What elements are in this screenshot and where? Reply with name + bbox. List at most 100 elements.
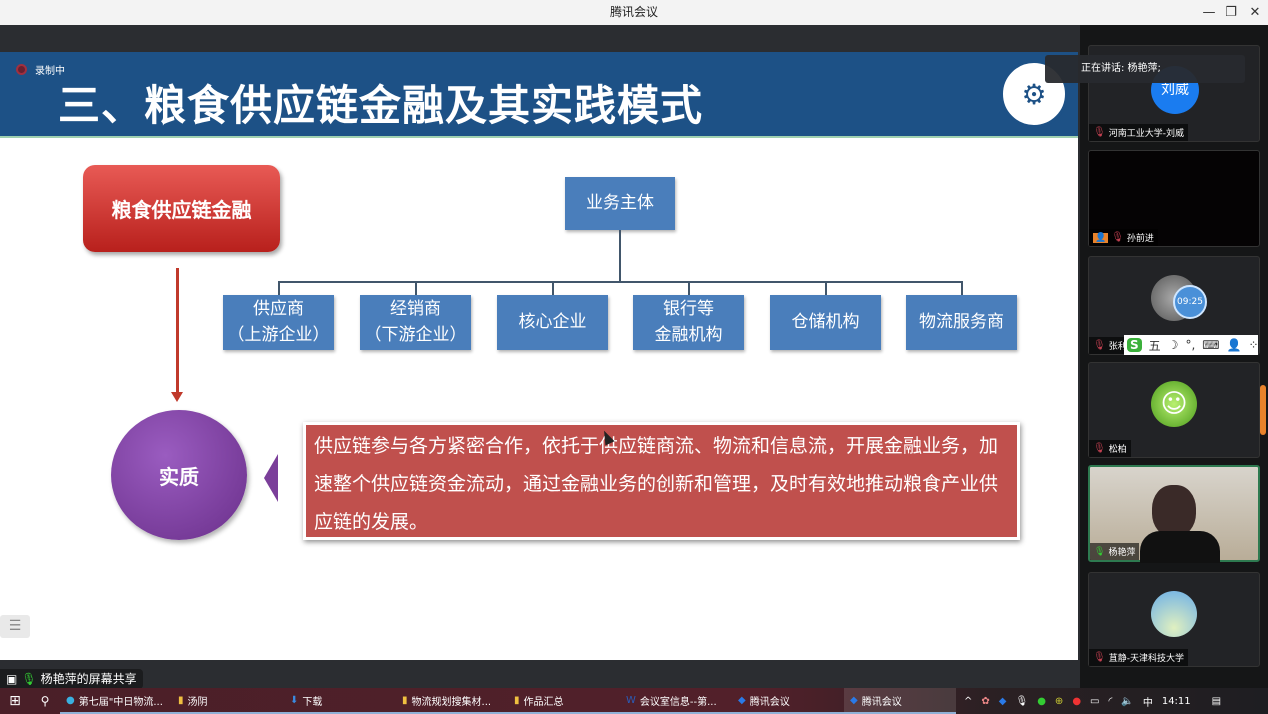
participant-name: 🎙杨艳萍 xyxy=(1090,543,1140,560)
video-person-body xyxy=(1140,531,1220,563)
record-icon xyxy=(16,64,27,75)
restore-button[interactable]: ❐ xyxy=(1225,5,1237,20)
entity-root-node: 业务主体 xyxy=(565,177,675,230)
mic-muted-icon: 🎙 xyxy=(1111,232,1124,243)
user-icon: 👤 xyxy=(1093,232,1109,243)
participant-tile-video[interactable]: 🎙杨艳萍 xyxy=(1088,465,1260,563)
participant-name: 🎙松柏 xyxy=(1089,440,1131,457)
window-titlebar: 腾讯会议 xyxy=(0,0,1268,25)
microphone-icon[interactable]: 🎙 xyxy=(1015,695,1029,707)
speaking-indicator: 正在讲话: 杨艳萍; xyxy=(1045,55,1245,83)
recording-label: 录制中 xyxy=(35,66,65,77)
entity-node: 核心企业 xyxy=(497,295,608,350)
connector xyxy=(688,281,690,295)
punctuation-icon[interactable]: °, xyxy=(1185,338,1196,352)
tencent-meeting-icon[interactable]: ◆ xyxy=(998,695,1007,707)
plus-icon[interactable]: ⊕ xyxy=(1054,695,1064,707)
connector xyxy=(278,281,963,283)
tencent-meeting-icon: ◆ xyxy=(738,694,746,706)
app-icon[interactable]: ● xyxy=(1072,695,1082,707)
entity-node: 供应商 （上游企业） xyxy=(223,295,334,350)
shared-slide: 录制中 三、粮食供应链金融及其实践模式 ⚙ 粮食供应链金融 业务主体 供应商 （… xyxy=(0,52,1078,660)
download-icon: ⬇ xyxy=(290,694,299,706)
slide-title: 三、粮食供应链金融及其实践模式 xyxy=(58,81,704,130)
system-tray: ^ ✿ ◆ 🎙 ● ⊕ ● ▭ ◜ 🔈 中 14:11 ▤ xyxy=(964,694,1221,709)
root-node: 粮食供应链金融 xyxy=(83,165,280,252)
moon-icon[interactable]: ☽ xyxy=(1167,338,1179,352)
taskbar-item[interactable]: ●第七届"中日物流... xyxy=(60,688,172,714)
participant-name: 🎙苴静-天津科技大学 xyxy=(1089,649,1188,666)
search-icon[interactable]: ⚲ xyxy=(40,694,50,708)
user-icon[interactable]: 👤 xyxy=(1226,338,1242,352)
notification-icon[interactable]: ▤ xyxy=(1211,695,1222,707)
slide-header: 录制中 三、粮食供应链金融及其实践模式 ⚙ xyxy=(0,52,1078,138)
recording-indicator: 录制中 xyxy=(16,62,65,77)
taskbar-item[interactable]: ▮汤阴 xyxy=(172,688,284,714)
mic-muted-icon: 🎙 xyxy=(1093,340,1106,351)
minimize-button[interactable]: — xyxy=(1202,5,1216,20)
description-box: 供应链参与各方紧密合作，依托于供应链商流、物流和信息流，开展金融业务，加速整个供… xyxy=(303,422,1020,540)
windows-start-icon[interactable]: ⊞ xyxy=(9,693,21,709)
ime-mode[interactable]: 五 xyxy=(1148,338,1161,353)
taskbar-item[interactable]: ◆腾讯会议 xyxy=(732,688,844,714)
participant-tile[interactable]: 🎙苴静-天津科技大学 xyxy=(1088,572,1260,667)
folder-icon: ▮ xyxy=(514,694,520,706)
taskbar: ⊞ ⚲ ●第七届"中日物流... ▮汤阴 ⬇下载 ▮物流规划搜集材... ▮作品… xyxy=(0,688,1268,714)
connector xyxy=(619,230,621,282)
avatar xyxy=(1151,591,1197,637)
window-title: 腾讯会议 xyxy=(609,5,658,19)
participant-name: 🎙张利 xyxy=(1089,337,1131,354)
entity-node: 物流服务商 xyxy=(906,295,1017,350)
chevron-up-icon[interactable]: ^ xyxy=(964,695,973,707)
arrow-head-icon xyxy=(171,392,183,402)
ime-toolbar[interactable]: S 五 ☽ °, ⌨ 👤 ⁘ xyxy=(1124,335,1259,355)
mic-muted-icon: 🎙 xyxy=(1093,652,1106,663)
apps-icon[interactable]: ⁘ xyxy=(1248,338,1259,352)
essence-circle: 实质 xyxy=(111,410,247,540)
taskbar-item-active[interactable]: ◆腾讯会议 xyxy=(844,688,956,714)
participant-name: 👤🎙孙前进 xyxy=(1089,229,1158,246)
connector xyxy=(552,281,554,295)
connector xyxy=(278,281,280,295)
volume-icon[interactable]: 🔈 xyxy=(1121,695,1134,707)
close-button[interactable]: ✕ xyxy=(1249,5,1261,20)
folder-icon: ▮ xyxy=(402,694,408,706)
mic-muted-icon: 🎙 xyxy=(1093,127,1106,138)
pointer-triangle xyxy=(264,454,278,502)
wechat-icon[interactable]: ● xyxy=(1037,695,1046,707)
clock-badge: 09:25 xyxy=(1173,285,1207,319)
folder-icon: ▮ xyxy=(178,694,184,706)
video-person xyxy=(1152,485,1196,537)
entity-node: 仓储机构 xyxy=(770,295,881,350)
wifi-icon[interactable]: ◜ xyxy=(1108,695,1113,707)
taskbar-item[interactable]: ▮物流规划搜集材... xyxy=(396,688,508,714)
taskbar-item[interactable]: ⬇下载 xyxy=(284,688,396,714)
participant-tile[interactable]: ☺ 🎙松柏 xyxy=(1088,362,1260,458)
sogou-logo-icon: S xyxy=(1127,338,1142,352)
mic-icon: 🎙 xyxy=(21,672,37,686)
flower-icon[interactable]: ✿ xyxy=(981,695,990,707)
ime-indicator[interactable]: 中 xyxy=(1142,697,1153,709)
down-arrow xyxy=(176,268,179,396)
list-menu-button[interactable]: ☰ xyxy=(0,615,30,638)
keyboard-icon[interactable]: ⌨ xyxy=(1202,338,1220,352)
screen-share-label: ▣🎙杨艳萍的屏幕共享 xyxy=(0,669,143,689)
connector xyxy=(415,281,417,295)
connector xyxy=(961,281,963,295)
edge-icon: ● xyxy=(66,694,75,706)
share-label-text: 杨艳萍的屏幕共享 xyxy=(40,672,137,686)
smiley-avatar: ☺ xyxy=(1151,381,1197,427)
taskbar-item[interactable]: ▮作品汇总 xyxy=(508,688,620,714)
screen-icon: ▣ xyxy=(6,672,18,686)
mic-active-icon: 🎙 xyxy=(1094,546,1106,557)
participant-tile[interactable]: 👤🎙孙前进 xyxy=(1088,150,1260,247)
network-icon[interactable]: ▭ xyxy=(1090,695,1100,707)
participant-name: 🎙河南工业大学-刘威 xyxy=(1089,124,1188,141)
panel-scrollbar[interactable] xyxy=(1260,385,1266,435)
entity-node: 经销商 （下游企业） xyxy=(360,295,471,350)
word-icon: W xyxy=(626,694,636,706)
clock[interactable]: 14:11 xyxy=(1161,695,1191,707)
entity-node: 银行等 金融机构 xyxy=(633,295,744,350)
tencent-meeting-icon: ◆ xyxy=(850,694,858,706)
